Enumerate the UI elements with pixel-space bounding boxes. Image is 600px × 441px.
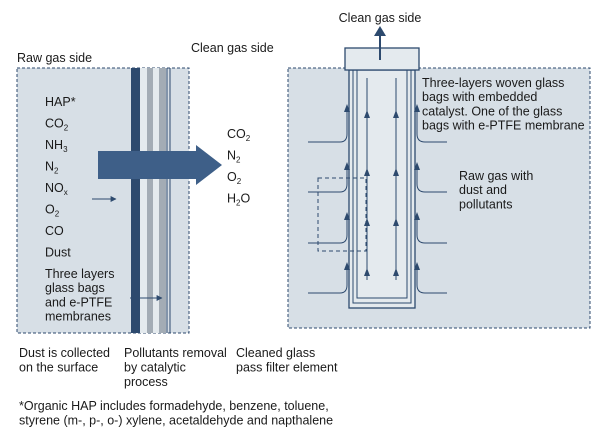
raw-gas-label-line: pollutants [459,197,513,211]
light-layer [153,68,159,333]
detail-box [317,177,367,252]
flow-arrow [98,145,222,185]
right-panel [287,67,591,329]
layers-label-line: and e-PTFE [45,295,112,309]
pollutant-item: O2 [45,203,60,219]
gray-layer [159,68,166,333]
caption-cleaned-line: pass filter element [236,361,338,375]
raw-gas-label-line: Raw gas with [459,169,533,183]
layers-label-line: glass bags [45,281,105,295]
caption-pollutants-line: Pollutants removal [124,346,227,360]
bags-label-line: bags with e-PTFE membrane [422,119,585,133]
bags-label-line: bags with embedded [422,90,537,104]
layers-label-line: Three layers [45,267,114,281]
gray-layer [147,68,153,333]
caption-dust-line: on the surface [19,361,98,375]
output-gas-item: CO2 [227,127,251,143]
output-gas-item: H2O [227,192,250,208]
layers-label-line: membranes [45,310,111,324]
filter-bag-outer [348,69,416,309]
pollutant-item: NOx [45,181,68,197]
bags-label-line: catalyst. One of the glass [422,104,562,118]
raw-gas-label-line: dust and [459,183,507,197]
raw-gas-side-label: Raw gas side [17,51,92,65]
caption-pollutants-line: process [124,375,168,389]
footnote: *Organic HAP includes formadehyde, benze… [19,399,333,428]
caption-pollutants-line: by catalytic [124,361,186,375]
right-clean-gas-side-label: Clean gas side [339,11,422,25]
footnote-line: styrene (m-, p-, o-) xylene, acetaldehyd… [19,414,333,428]
caption-cleaned-line: Cleaned glass [236,346,315,360]
clean-gas-arrowhead [374,26,386,36]
pollutant-item: NH3 [45,138,68,154]
filter-cap [344,47,420,71]
pollutant-item: N2 [45,160,59,176]
footnote-line: *Organic HAP includes formadehyde, benze… [19,399,329,413]
output-gas-item: O2 [227,170,242,186]
clean-gas-side-label: Clean gas side [191,41,274,55]
pollutant-item: HAP* [45,95,76,109]
bags-label-line: Three-layers woven glass [422,76,564,90]
pollutant-item: Dust [45,246,71,260]
output-gas-item: N2 [227,149,241,165]
raw-gas-inflow-left [308,110,348,294]
pollutant-item: CO [45,224,64,238]
light-layer [140,68,147,333]
raw-gas-inflow-right [416,110,447,294]
inflow-arrowheads [344,104,420,270]
caption-dust-line: Dust is collected [19,346,110,360]
pollutant-item: CO2 [45,117,69,133]
navy-layer [131,68,140,333]
